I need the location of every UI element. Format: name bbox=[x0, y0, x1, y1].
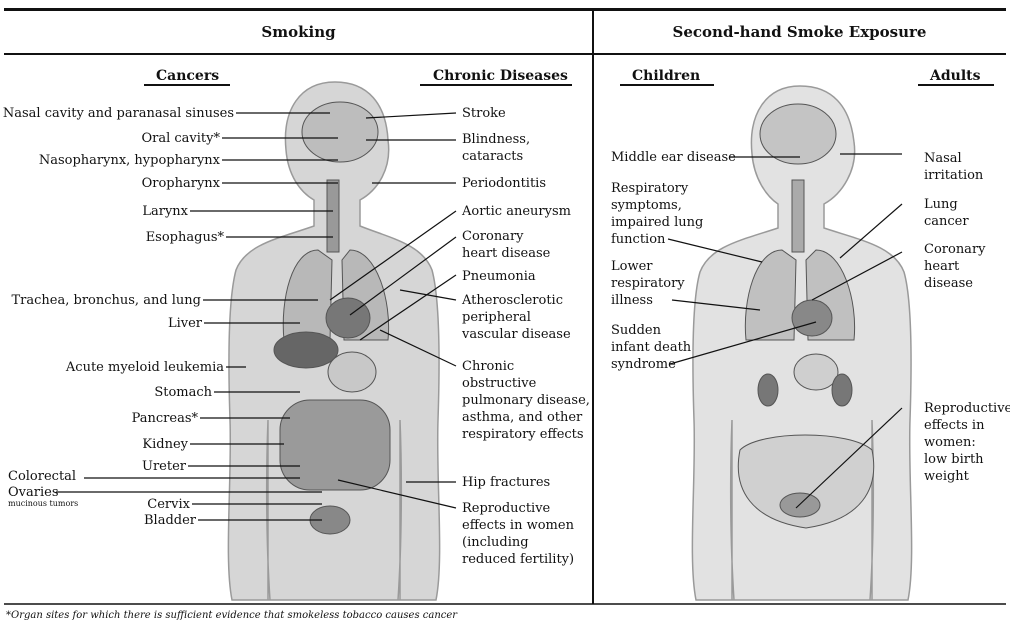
child-resp-4: function bbox=[611, 231, 665, 248]
child-resp-2: symptoms, bbox=[611, 197, 682, 214]
adult-coronary-2: heart bbox=[924, 258, 959, 275]
adult-nasal-1: Nasal bbox=[924, 150, 962, 167]
chronic-repro-1: Reproductive bbox=[462, 500, 550, 517]
footnote: *Organ sites for which there is sufficie… bbox=[6, 610, 457, 621]
child-ear: Middle ear disease bbox=[611, 149, 736, 166]
cancer-oropharynx: Oropharynx bbox=[142, 175, 220, 192]
children-underline bbox=[620, 84, 714, 86]
header-secondhand: Second-hand Smoke Exposure bbox=[593, 8, 1006, 55]
cancer-lung: Trachea, bronchus, and lung bbox=[12, 292, 202, 309]
cancer-ureter: Ureter bbox=[142, 458, 186, 475]
adult-lung-2: cancer bbox=[924, 213, 969, 230]
cancer-oral: Oral cavity* bbox=[141, 130, 220, 147]
child-lower-1: Lower bbox=[611, 258, 653, 275]
chronic-repro-3: (including bbox=[462, 534, 529, 551]
header-smoking-text: Smoking bbox=[261, 23, 335, 41]
child-sids-3: syndrome bbox=[611, 356, 676, 373]
child-lower-3: illness bbox=[611, 292, 653, 309]
cancer-nasopharynx: Nasopharynx, hypopharynx bbox=[39, 152, 220, 169]
intestines bbox=[280, 400, 390, 490]
chronic-copd-5: respiratory effects bbox=[462, 426, 584, 443]
cancer-cervix: Cervix bbox=[147, 496, 190, 513]
heart bbox=[326, 298, 370, 338]
chronic-coronary-1: Coronary bbox=[462, 228, 524, 245]
adult-coronary-1: Coronary bbox=[924, 241, 986, 258]
chronic-athero-2: peripheral bbox=[462, 309, 531, 326]
subheader-cancers: Cancers bbox=[156, 68, 219, 84]
chronic-copd-1: Chronic bbox=[462, 358, 514, 375]
child-sids-1: Sudden bbox=[611, 322, 661, 339]
adult-coronary-3: disease bbox=[924, 275, 973, 292]
child-lower-2: respiratory bbox=[611, 275, 685, 292]
cancer-esophagus: Esophagus* bbox=[146, 229, 224, 246]
cancer-pancreas: Pancreas* bbox=[132, 410, 198, 427]
cancer-ovaries-note: mucinous tumors bbox=[8, 499, 78, 509]
stomach bbox=[328, 352, 376, 392]
child-sids-2: infant death bbox=[611, 339, 691, 356]
subheader-adults: Adults bbox=[930, 68, 981, 84]
cancer-stomach: Stomach bbox=[154, 384, 212, 401]
chronic-blindness-2: cataracts bbox=[462, 148, 523, 165]
cancer-liver: Liver bbox=[168, 315, 202, 332]
cancer-nasal: Nasal cavity and paranasal sinuses bbox=[3, 105, 234, 122]
cancer-kidney: Kidney bbox=[142, 436, 188, 453]
header-smoking: Smoking bbox=[4, 8, 593, 55]
liver bbox=[274, 332, 338, 368]
adult-repro-1: Reproductive bbox=[924, 400, 1010, 417]
subheader-chronic: Chronic Diseases bbox=[433, 68, 568, 84]
trachea bbox=[327, 180, 339, 252]
chronic-hip: Hip fractures bbox=[462, 474, 550, 491]
chronic-athero-1: Atherosclerotic bbox=[462, 292, 563, 309]
chronic-copd-2: obstructive bbox=[462, 375, 536, 392]
child-resp-1: Respiratory bbox=[611, 180, 688, 197]
chronic-repro-2: effects in women bbox=[462, 517, 574, 534]
adult-lung-1: Lung bbox=[924, 196, 958, 213]
chronic-blindness-1: Blindness, bbox=[462, 131, 530, 148]
chronic-coronary-2: heart disease bbox=[462, 245, 550, 262]
chronic-underline bbox=[420, 84, 572, 86]
adult-repro-5: weight bbox=[924, 468, 969, 485]
adults-underline bbox=[918, 84, 994, 86]
header-secondhand-text: Second-hand Smoke Exposure bbox=[673, 23, 927, 41]
adult-repro-3: women: bbox=[924, 434, 976, 451]
adult-nasal-2: irritation bbox=[924, 167, 983, 184]
chronic-stroke: Stroke bbox=[462, 105, 506, 122]
adult-repro-2: effects in bbox=[924, 417, 984, 434]
cancers-underline bbox=[144, 84, 230, 86]
chronic-copd-3: pulmonary disease, bbox=[462, 392, 590, 409]
cancer-bladder: Bladder bbox=[144, 512, 196, 529]
chronic-athero-3: vascular disease bbox=[462, 326, 571, 343]
brain bbox=[302, 102, 378, 162]
chronic-repro-4: reduced fertility) bbox=[462, 551, 574, 568]
cancer-colorectal: Colorectal bbox=[8, 468, 76, 485]
chronic-copd-4: asthma, and other bbox=[462, 409, 582, 426]
cancer-aml: Acute myeloid leukemia bbox=[66, 359, 224, 376]
subheader-children: Children bbox=[632, 68, 700, 84]
adult-repro-4: low birth bbox=[924, 451, 984, 468]
chronic-pneumonia: Pneumonia bbox=[462, 268, 536, 285]
child-resp-3: impaired lung bbox=[611, 214, 703, 231]
cancer-larynx: Larynx bbox=[142, 203, 188, 220]
chronic-periodontitis: Periodontitis bbox=[462, 175, 546, 192]
chronic-aortic: Aortic aneurysm bbox=[462, 203, 571, 220]
